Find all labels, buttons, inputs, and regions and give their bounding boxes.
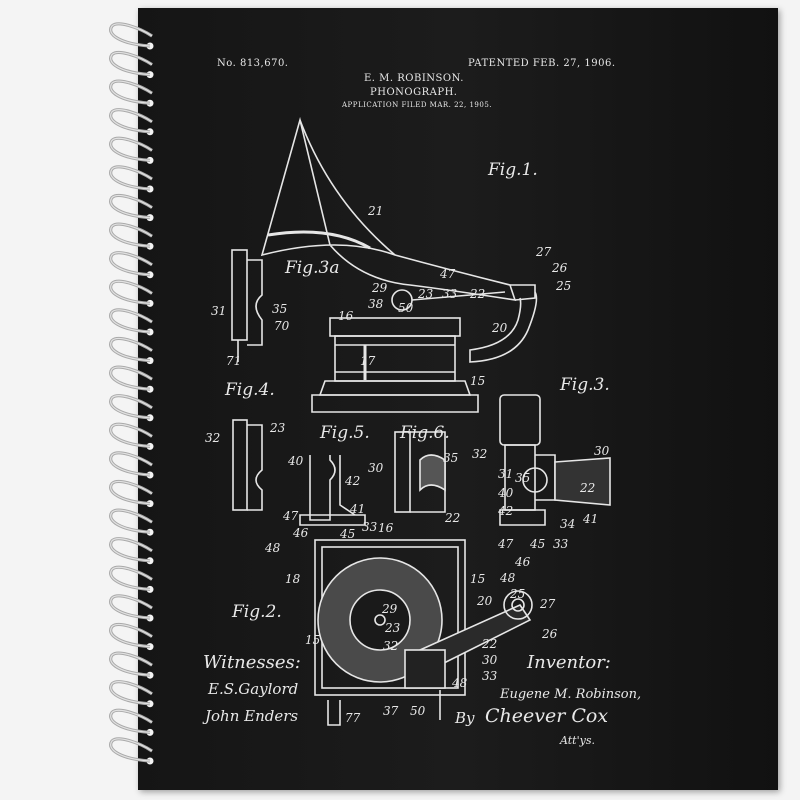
fig6-label: Fig.6.: [400, 423, 450, 443]
fig4-illustration: [232, 419, 263, 511]
attys-label: Att'ys.: [560, 734, 595, 747]
reference-numeral: 48: [452, 676, 468, 690]
reference-numeral: 40: [498, 486, 514, 500]
fig3-label: Fig.3.: [560, 375, 610, 395]
reference-numeral: 23: [418, 287, 434, 301]
reference-numeral: 42: [345, 474, 361, 488]
reference-numeral: 50: [410, 704, 426, 718]
fig6-illustration: [394, 431, 446, 513]
reference-numeral: 22: [470, 287, 486, 301]
reference-numeral: 30: [368, 461, 384, 475]
fig5-illustration: [299, 455, 366, 526]
reference-numeral: 31: [211, 304, 227, 318]
reference-numeral: 42: [498, 504, 514, 518]
fig3a-illustration: [231, 249, 263, 362]
reference-numeral: 31: [498, 467, 514, 481]
reference-numeral: 77: [345, 711, 361, 725]
reference-numeral: 29: [372, 281, 388, 295]
reference-numeral: 35: [272, 302, 288, 316]
reference-numeral: 23: [270, 421, 286, 435]
reference-numeral: 22: [580, 481, 596, 495]
reference-numeral: 27: [540, 597, 556, 611]
reference-numeral: 29: [382, 602, 398, 616]
reference-numeral: 27: [536, 245, 552, 259]
witness-1-signature: E.S.Gaylord: [208, 680, 299, 698]
fig3a-label: Fig.3a: [285, 258, 340, 278]
fig2-illustration: [314, 539, 533, 726]
reference-numeral: 40: [288, 454, 304, 468]
fig4-label: Fig.4.: [225, 380, 275, 400]
reference-numeral: 15: [305, 633, 321, 647]
fig2-label: Fig.2.: [232, 602, 282, 622]
reference-numeral: 34: [560, 517, 576, 531]
reference-numeral: 46: [515, 555, 531, 569]
reference-numeral: 33: [482, 669, 498, 683]
reference-numeral: 15: [470, 572, 486, 586]
reference-numeral: 47: [283, 509, 299, 523]
reference-numeral: 16: [338, 309, 354, 323]
attorney-signature: Cheever Cox: [485, 705, 609, 727]
reference-numeral: 48: [265, 541, 281, 555]
reference-numeral: 25: [510, 587, 526, 601]
reference-numeral: 25: [556, 279, 572, 293]
patent-date: PATENTED FEB. 27, 1906.: [468, 58, 616, 69]
reference-numeral: 47: [498, 537, 514, 551]
reference-numeral: 33: [362, 520, 378, 534]
reference-numeral: 47: [440, 267, 456, 281]
reference-numeral: 41: [583, 512, 599, 526]
reference-numeral: 50: [398, 301, 414, 315]
reference-numeral: 71: [226, 354, 242, 368]
application-filed: APPLICATION FILED MAR. 22, 1905.: [342, 101, 492, 109]
fig3-illustration: [499, 394, 611, 526]
reference-numeral: 46: [293, 526, 309, 540]
reference-numeral: 45: [530, 537, 546, 551]
witness-2-signature: John Enders: [205, 707, 299, 725]
reference-numeral: 70: [274, 319, 290, 333]
reference-numeral: 20: [492, 321, 508, 335]
inventor-name-header: E. M. ROBINSON.: [364, 73, 464, 84]
reference-numeral: 35: [515, 471, 531, 485]
witnesses-label: Witnesses:: [203, 652, 301, 673]
reference-numeral: 26: [542, 627, 558, 641]
reference-numeral: 18: [285, 572, 301, 586]
reference-numeral: 35: [443, 451, 459, 465]
reference-numeral: 20: [477, 594, 493, 608]
fig1-label: Fig.1.: [488, 160, 538, 180]
reference-numeral: 22: [445, 511, 461, 525]
reference-numeral: 30: [482, 653, 498, 667]
inventor-label: Inventor:: [527, 652, 611, 673]
reference-numeral: 48: [500, 571, 516, 585]
reference-numeral: 23: [385, 621, 401, 635]
reference-numeral: 32: [472, 447, 488, 461]
reference-numeral: 30: [594, 444, 610, 458]
reference-numeral: 37: [383, 704, 399, 718]
reference-numeral: 38: [368, 297, 384, 311]
reference-numeral: 17: [360, 354, 376, 368]
cabinet-illustration: [311, 317, 479, 413]
reference-numeral: 22: [482, 637, 498, 651]
reference-numeral: 41: [350, 502, 366, 516]
by-label: By: [455, 709, 475, 727]
inventor-signature: Eugene M. Robinson,: [500, 687, 642, 702]
reference-numeral: 16: [378, 521, 394, 535]
patent-title: PHONOGRAPH.: [370, 87, 458, 98]
reference-numeral: 33: [442, 287, 458, 301]
horn-illustration: [260, 116, 538, 363]
reference-numeral: 15: [470, 374, 486, 388]
reference-numeral: 45: [340, 527, 356, 541]
reference-numeral: 32: [383, 639, 399, 653]
reference-numeral: 26: [552, 261, 568, 275]
fig5-label: Fig.5.: [320, 423, 370, 443]
reference-numeral: 21: [368, 204, 384, 218]
reference-numeral: 33: [553, 537, 569, 551]
reference-numeral: 32: [205, 431, 221, 445]
patent-number: No. 813,670.: [217, 58, 289, 69]
